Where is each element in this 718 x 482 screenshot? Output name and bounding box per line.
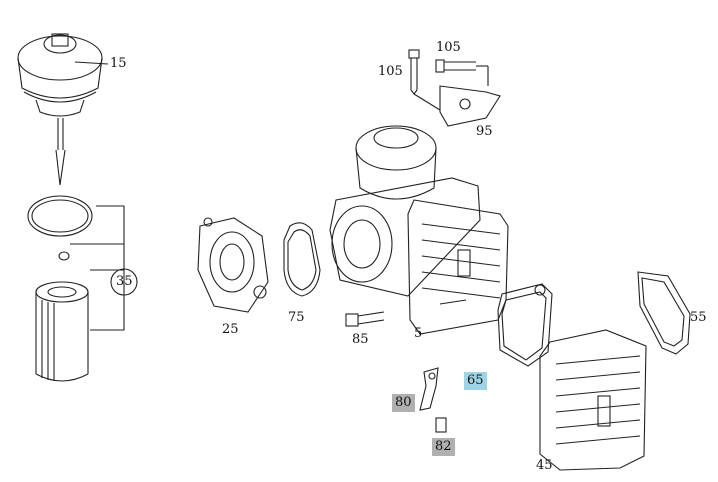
- callout-80[interactable]: 80: [392, 394, 415, 412]
- callout-5[interactable]: 5: [414, 326, 423, 341]
- callout-105-left[interactable]: 105: [378, 64, 403, 79]
- callout-75[interactable]: 75: [288, 310, 305, 325]
- callout-85[interactable]: 85: [352, 332, 369, 347]
- callout-55[interactable]: 55: [690, 310, 707, 325]
- filter-cap-part-15: [17, 33, 109, 186]
- callout-bracket-35: [70, 205, 138, 331]
- callout-105-right[interactable]: 105: [436, 40, 461, 55]
- callout-95[interactable]: 95: [476, 124, 493, 139]
- bolt-part-82: [435, 417, 447, 433]
- flange-part-25: [197, 217, 269, 313]
- callout-65-highlighted[interactable]: 65: [464, 372, 487, 390]
- callout-45[interactable]: 45: [536, 458, 553, 473]
- o-ring: [27, 195, 93, 261]
- filter-element: [35, 281, 89, 382]
- bolt-105-vertical: [408, 49, 420, 95]
- bracket-part-95: [413, 66, 501, 127]
- callout-15[interactable]: 15: [110, 56, 127, 71]
- bolt-105-horizontal: [435, 59, 488, 73]
- oil-cooler-part-45: [539, 329, 647, 471]
- gasket-part-75: [283, 222, 321, 297]
- callout-82[interactable]: 82: [432, 438, 455, 456]
- callout-25[interactable]: 25: [222, 322, 239, 337]
- bolt-part-85: [345, 311, 385, 327]
- bracket-part-80: [419, 367, 439, 411]
- callout-35[interactable]: 35: [116, 274, 133, 289]
- oil-filter-housing-part-5: [329, 125, 509, 335]
- gasket-part-55: [637, 271, 691, 355]
- gasket-part-65: [497, 283, 553, 367]
